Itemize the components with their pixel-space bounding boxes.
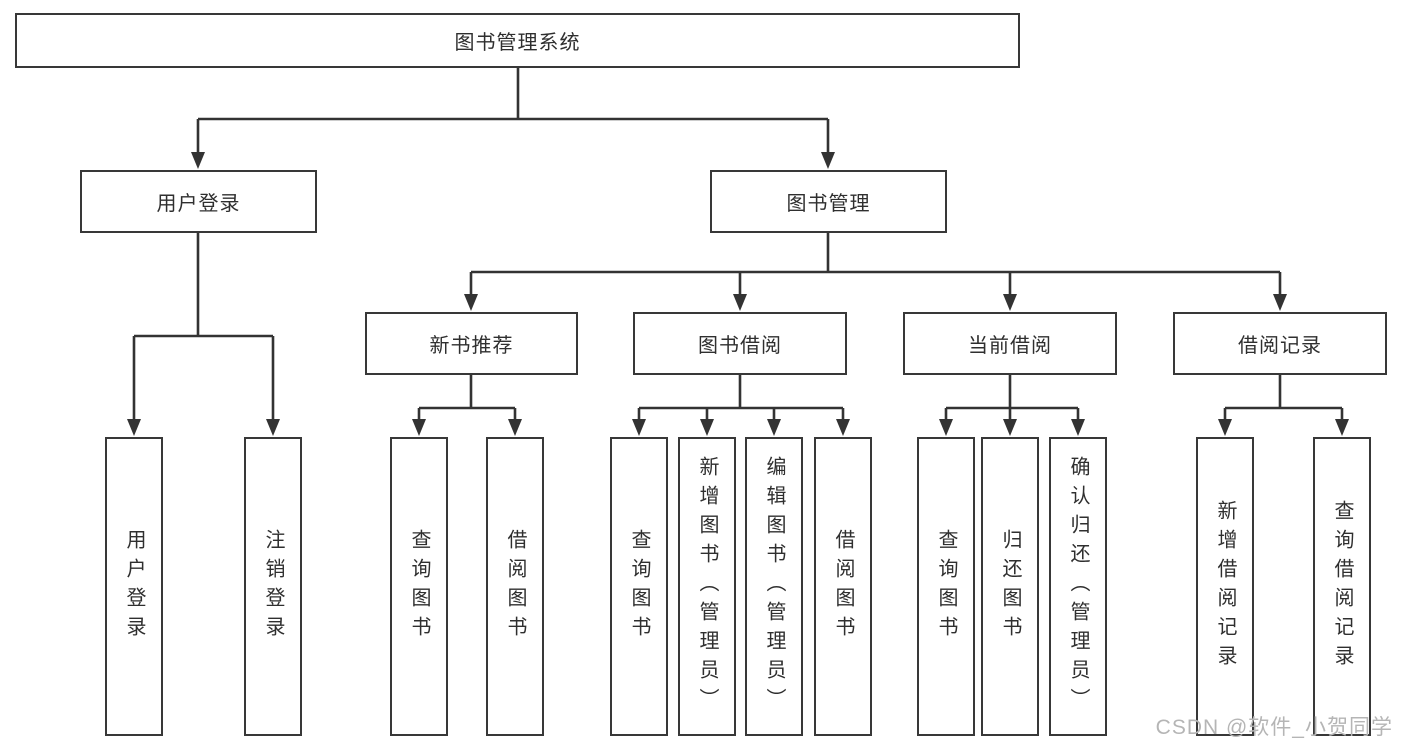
node-user-login-group: 用户登录 (80, 170, 317, 233)
node-cb-return-books: 归还图书 (981, 437, 1039, 736)
node-logout: 注销登录 (244, 437, 302, 736)
node-book-management: 图书管理 (710, 170, 947, 233)
node-current-borrowing: 当前借阅 (903, 312, 1117, 375)
node-cb-query-books: 查询图书 (917, 437, 975, 736)
node-user-login: 用户登录 (105, 437, 163, 736)
arrowhead-icons (127, 152, 1349, 436)
node-br-query-record: 查询借阅记录 (1313, 437, 1371, 736)
node-borrowing-records: 借阅记录 (1173, 312, 1387, 375)
node-nbr-borrow-books: 借阅图书 (486, 437, 544, 736)
connector-stems (132, 68, 1344, 425)
node-new-book-recommend: 新书推荐 (365, 312, 578, 375)
node-bb-query-books: 查询图书 (610, 437, 668, 736)
node-bb-edit-books-admin: 编辑图书（管理员） (745, 437, 803, 736)
node-bb-borrow-books: 借阅图书 (814, 437, 872, 736)
node-root: 图书管理系统 (15, 13, 1020, 68)
node-bb-add-books-admin: 新增图书（管理员） (678, 437, 736, 736)
node-cb-confirm-return-admin: 确认归还（管理员） (1049, 437, 1107, 736)
node-br-add-record: 新增借阅记录 (1196, 437, 1254, 736)
node-nbr-query-books: 查询图书 (390, 437, 448, 736)
watermark: CSDN @软件_小贺同学 (1155, 716, 1393, 739)
node-book-borrowing: 图书借阅 (633, 312, 847, 375)
